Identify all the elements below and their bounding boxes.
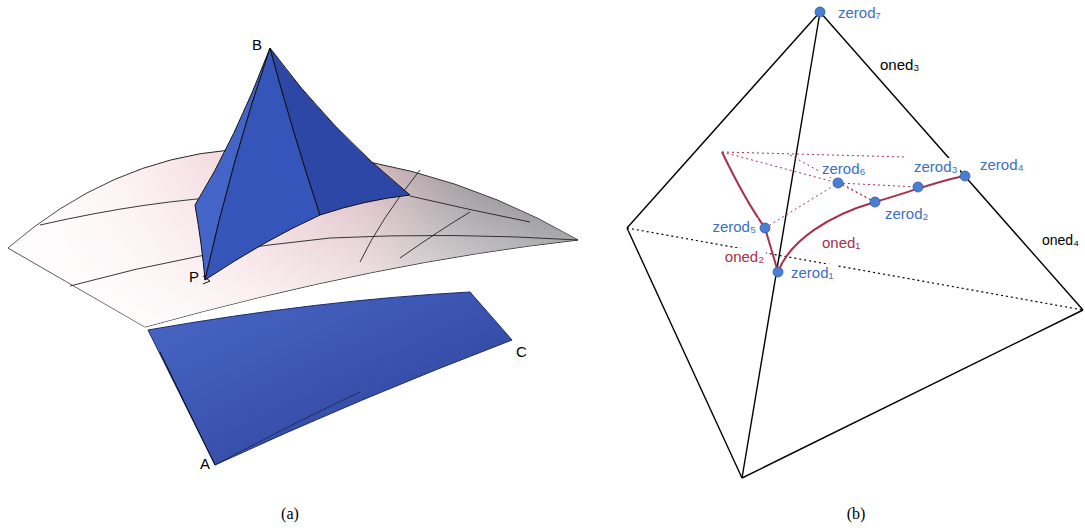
panel-caption: (b) [847,505,866,523]
surface-grid [400,212,470,258]
oned-curve [722,152,765,228]
zerod-dot [913,182,923,192]
pyramid-face [205,48,320,280]
oned-label: oned₂ [723,248,766,265]
pyramid-face [270,48,410,215]
sheet-edge [215,392,360,465]
oned-label: oned₁ [820,234,862,251]
oned-curve [765,228,778,272]
mesh-edge [722,152,905,157]
zerod-dot [815,7,825,17]
zerod-dot [960,171,970,181]
panel-caption: (a) [281,505,299,523]
red-curves [722,152,965,272]
zerod-label: zerod₃ [912,158,960,175]
oned-label: oned₃ [878,56,921,73]
tetra-edge [627,228,742,478]
oned-label: oned₄ [1040,232,1081,248]
zerod-label: zerod₂ [883,205,930,222]
tetrahedron [627,12,1083,478]
oned-curve [778,176,965,272]
zerod-label: zerod₁ [789,264,836,281]
vertex-label: A [200,455,210,472]
zerod-dot [760,223,770,233]
tetra-edge [820,12,1083,310]
vertex-mark [203,276,210,284]
mesh-edge [790,155,875,202]
mesh-edge [838,183,918,187]
lower-sheet [148,292,512,465]
sheet-edge [160,352,215,465]
zerod-dot [870,197,880,207]
hidden-edge [627,228,1083,310]
vertex-label: B [252,36,262,53]
tetra-edge [742,310,1083,478]
zerod-dot [773,267,783,277]
zerod-label: zerod₆ [820,160,868,177]
vertex-label: P [189,268,199,285]
vertices [760,7,970,277]
zerod-label: zerod₄ [978,156,1026,173]
tetra-edge [742,12,820,478]
zerod-label: zerod₇ [836,4,883,21]
surface-grid [70,235,578,286]
vertex-label: C [516,343,527,360]
surface-grid [410,196,530,222]
tetra-edge [627,12,820,228]
zerod-dot [833,178,843,188]
zerod-label: zerod₅ [710,218,758,235]
